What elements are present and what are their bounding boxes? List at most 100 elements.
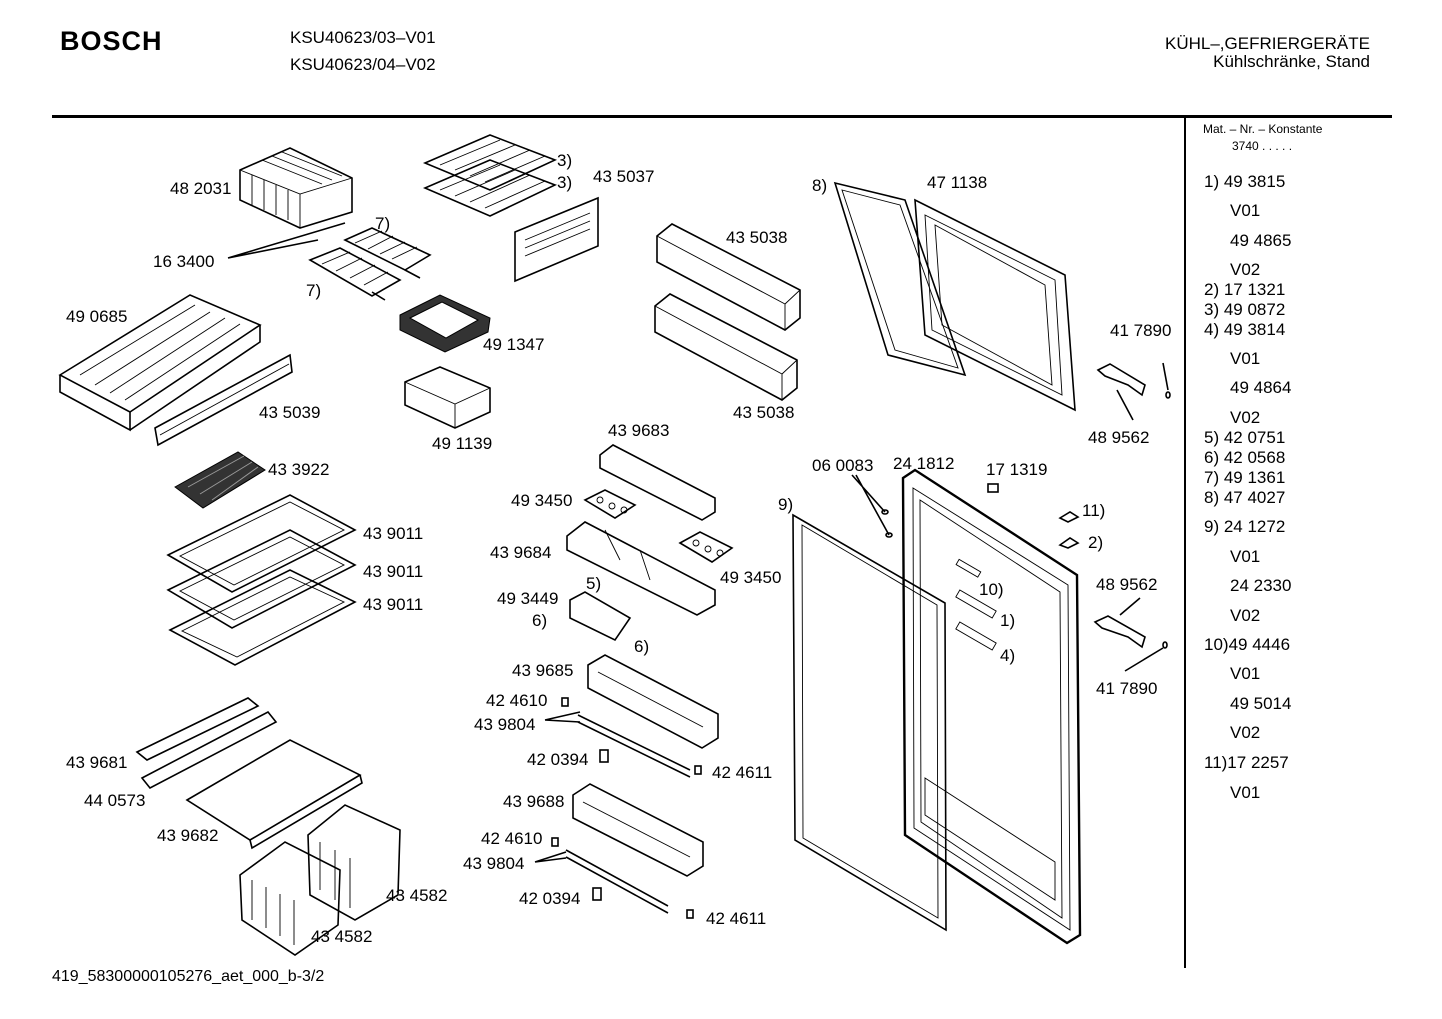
sidebar-constant: 3740 . . . . .: [1232, 139, 1293, 153]
part-label: 43 9682: [157, 826, 218, 845]
part-49-0685-drawing: [58, 294, 262, 432]
part-label: 3): [557, 151, 572, 170]
part-label: 43 4582: [311, 927, 372, 946]
sidebar-item: 5) 42 0751: [1204, 428, 1286, 447]
leader-41-7890: [1124, 647, 1164, 672]
part-17-1319: [987, 483, 999, 493]
part-label: 43 5037: [593, 167, 654, 186]
glass-shelf-top-drawing: [166, 494, 357, 593]
part-label: 42 0394: [519, 889, 580, 908]
sidebar-item: 24 2330: [1230, 576, 1292, 595]
leader-43-9804: [544, 711, 581, 723]
crisper-front-drawing: [239, 841, 341, 956]
part-label: 47 1138: [927, 173, 987, 192]
egg-tray-upper-drawing: [583, 489, 637, 519]
part-2-bracket: [1058, 537, 1080, 549]
part-43-5037-drawing: [514, 196, 599, 283]
sidebar-item: 3) 49 0872: [1204, 300, 1286, 319]
glass-shelf-bottom-drawing: [168, 569, 357, 666]
part-label: 10): [979, 580, 1004, 599]
part-label: 24 1812: [893, 454, 954, 473]
part-47-1138-door-drawing: [914, 198, 1076, 412]
part-44-0573-drawing: [185, 739, 363, 850]
sidebar-item: 49 4865: [1230, 231, 1292, 250]
part-label: 6): [532, 611, 547, 630]
screw-41-7890: [1165, 391, 1171, 399]
sidebar-item: 6) 42 0568: [1204, 448, 1286, 467]
header-divider: [52, 115, 1392, 118]
brand-logo: BOSCH: [60, 26, 163, 56]
sidebar-item: V02: [1230, 723, 1261, 742]
leader-48-9562: [1116, 389, 1134, 421]
model-line-2: KSU40623/04–V02: [290, 55, 436, 74]
part-label: 17 1319: [986, 460, 1047, 479]
part-49-1139-drawing: [404, 366, 491, 429]
part-49-3449-drawing: [569, 591, 632, 642]
clip-42-0394: [592, 887, 602, 901]
leader-06-0083: [851, 474, 890, 536]
sidebar-item: V01: [1230, 664, 1261, 683]
part-label: 7): [375, 214, 390, 233]
part-label: 49 1347: [483, 335, 544, 354]
screw-06-0083: [885, 532, 893, 538]
part-label: 49 3449: [497, 589, 558, 608]
part-label: 49 3450: [511, 491, 572, 510]
clip-42-4610: [561, 697, 569, 707]
part-label: 43 5038: [726, 228, 787, 247]
crisper-rear-drawing: [307, 804, 401, 921]
part-label: 49 1139: [432, 434, 492, 453]
part-24-1812-door-drawing: [901, 468, 1082, 945]
sidebar-item: V01: [1230, 547, 1261, 566]
part-label: 41 7890: [1096, 679, 1157, 698]
part-label: 9): [778, 495, 793, 514]
part-label: 42 4610: [481, 829, 542, 848]
sidebar-item: V02: [1230, 408, 1261, 427]
sidebar-item: 4) 49 3814: [1204, 320, 1286, 339]
sidebar-item: 2) 17 1321: [1204, 280, 1286, 299]
strip-43-9804-lower: [565, 849, 669, 914]
sidebar-item: 11)17 2257: [1204, 753, 1289, 772]
part-43-9685-drawing: [587, 654, 719, 749]
part-label: 16 3400: [153, 252, 214, 271]
egg-tray-lower-drawing: [678, 531, 734, 563]
clip-42-0394: [599, 749, 609, 763]
part-label: 43 9683: [608, 421, 669, 440]
screw-06-0083: [881, 509, 889, 515]
part-43-5038-lower-drawing: [654, 293, 798, 401]
part-label: 8): [812, 176, 827, 195]
clip-42-4611: [686, 909, 694, 919]
part-label: 43 9011: [363, 562, 423, 581]
part-label: 42 4610: [486, 691, 547, 710]
handle-48-9562-lower: [1093, 615, 1146, 649]
part-label: 6): [634, 637, 649, 656]
part-label: 48 9562: [1096, 575, 1157, 594]
part-label: 43 5039: [259, 403, 320, 422]
sidebar-item: 49 4864: [1230, 378, 1292, 397]
category-line-2: Kühlschränke, Stand: [1213, 52, 1370, 71]
part-48-2031-drawing: [239, 147, 353, 229]
sidebar-item: 49 5014: [1230, 694, 1292, 713]
part-label: 42 0394: [527, 750, 588, 769]
sidebar-divider: [1184, 118, 1186, 968]
part-43-9688-drawing: [572, 783, 704, 877]
part-label: 41 7890: [1110, 321, 1171, 340]
part-43-5039-drawing: [154, 353, 293, 447]
part-label: 43 9688: [503, 792, 564, 811]
part-label: 48 9562: [1088, 428, 1149, 447]
part-3-grid-drawing: [422, 134, 558, 217]
part-label: 43 9804: [474, 715, 535, 734]
part-label: 43 3922: [268, 460, 329, 479]
part-label: 48 2031: [170, 179, 231, 198]
part-43-5038-upper-drawing: [656, 223, 801, 331]
part-label: 43 9685: [512, 661, 573, 680]
sidebar-item: V01: [1230, 783, 1261, 802]
part-label: 43 9804: [463, 854, 524, 873]
part-label: 44 0573: [84, 791, 145, 810]
leader-16-3400: [227, 222, 346, 259]
sidebar-item: 9) 24 1272: [1204, 517, 1286, 536]
sidebar-item: V01: [1230, 349, 1261, 368]
part-label: 1): [1000, 611, 1015, 630]
part-43-9683-drawing: [599, 444, 716, 521]
part-label: 11): [1082, 501, 1105, 520]
